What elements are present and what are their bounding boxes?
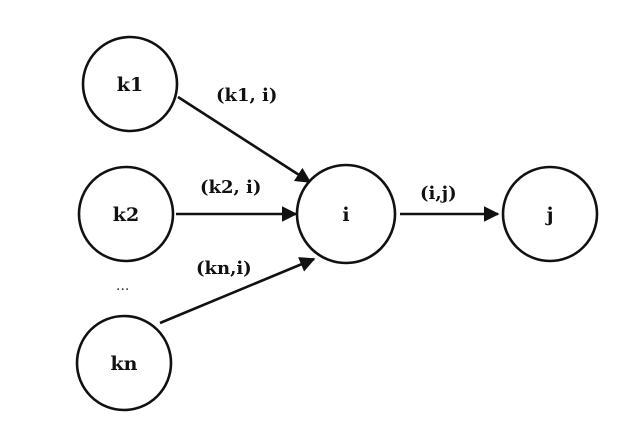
- node-k1-label: k1: [117, 74, 143, 96]
- node-j: j: [501, 165, 599, 263]
- edge-i-j: (i,j): [400, 183, 500, 222]
- edge-kn-i-arrow: [159, 257, 316, 325]
- node-kn-label: kn: [111, 353, 138, 375]
- node-i: i: [295, 163, 397, 265]
- node-j-circle: [501, 165, 599, 263]
- edge-k1-i-arrow: [177, 95, 312, 184]
- edge-k1-i-label: (k1, i): [216, 85, 277, 106]
- ellipsis: ...: [116, 278, 129, 294]
- edge-kn-i-label: (kn,i): [196, 258, 252, 279]
- node-i-label: i: [342, 204, 349, 226]
- edge-kn-i: (kn,i): [159, 257, 316, 325]
- edge-k2-i: (k2, i): [176, 177, 298, 222]
- node-j-label: j: [545, 204, 554, 226]
- edge-k1-i: (k1, i): [177, 85, 312, 184]
- node-k2-circle: [77, 165, 175, 263]
- node-k1-circle: [81, 35, 179, 133]
- node-k2: k2: [77, 165, 175, 263]
- node-i-circle: [295, 163, 397, 265]
- node-k2-label: k2: [113, 204, 139, 226]
- edge-i-j-label: (i,j): [420, 183, 457, 204]
- node-k1: k1: [81, 35, 179, 133]
- edge-k2-i-label: (k2, i): [200, 177, 261, 198]
- node-kn-circle: [75, 314, 173, 412]
- node-kn: kn: [75, 314, 173, 412]
